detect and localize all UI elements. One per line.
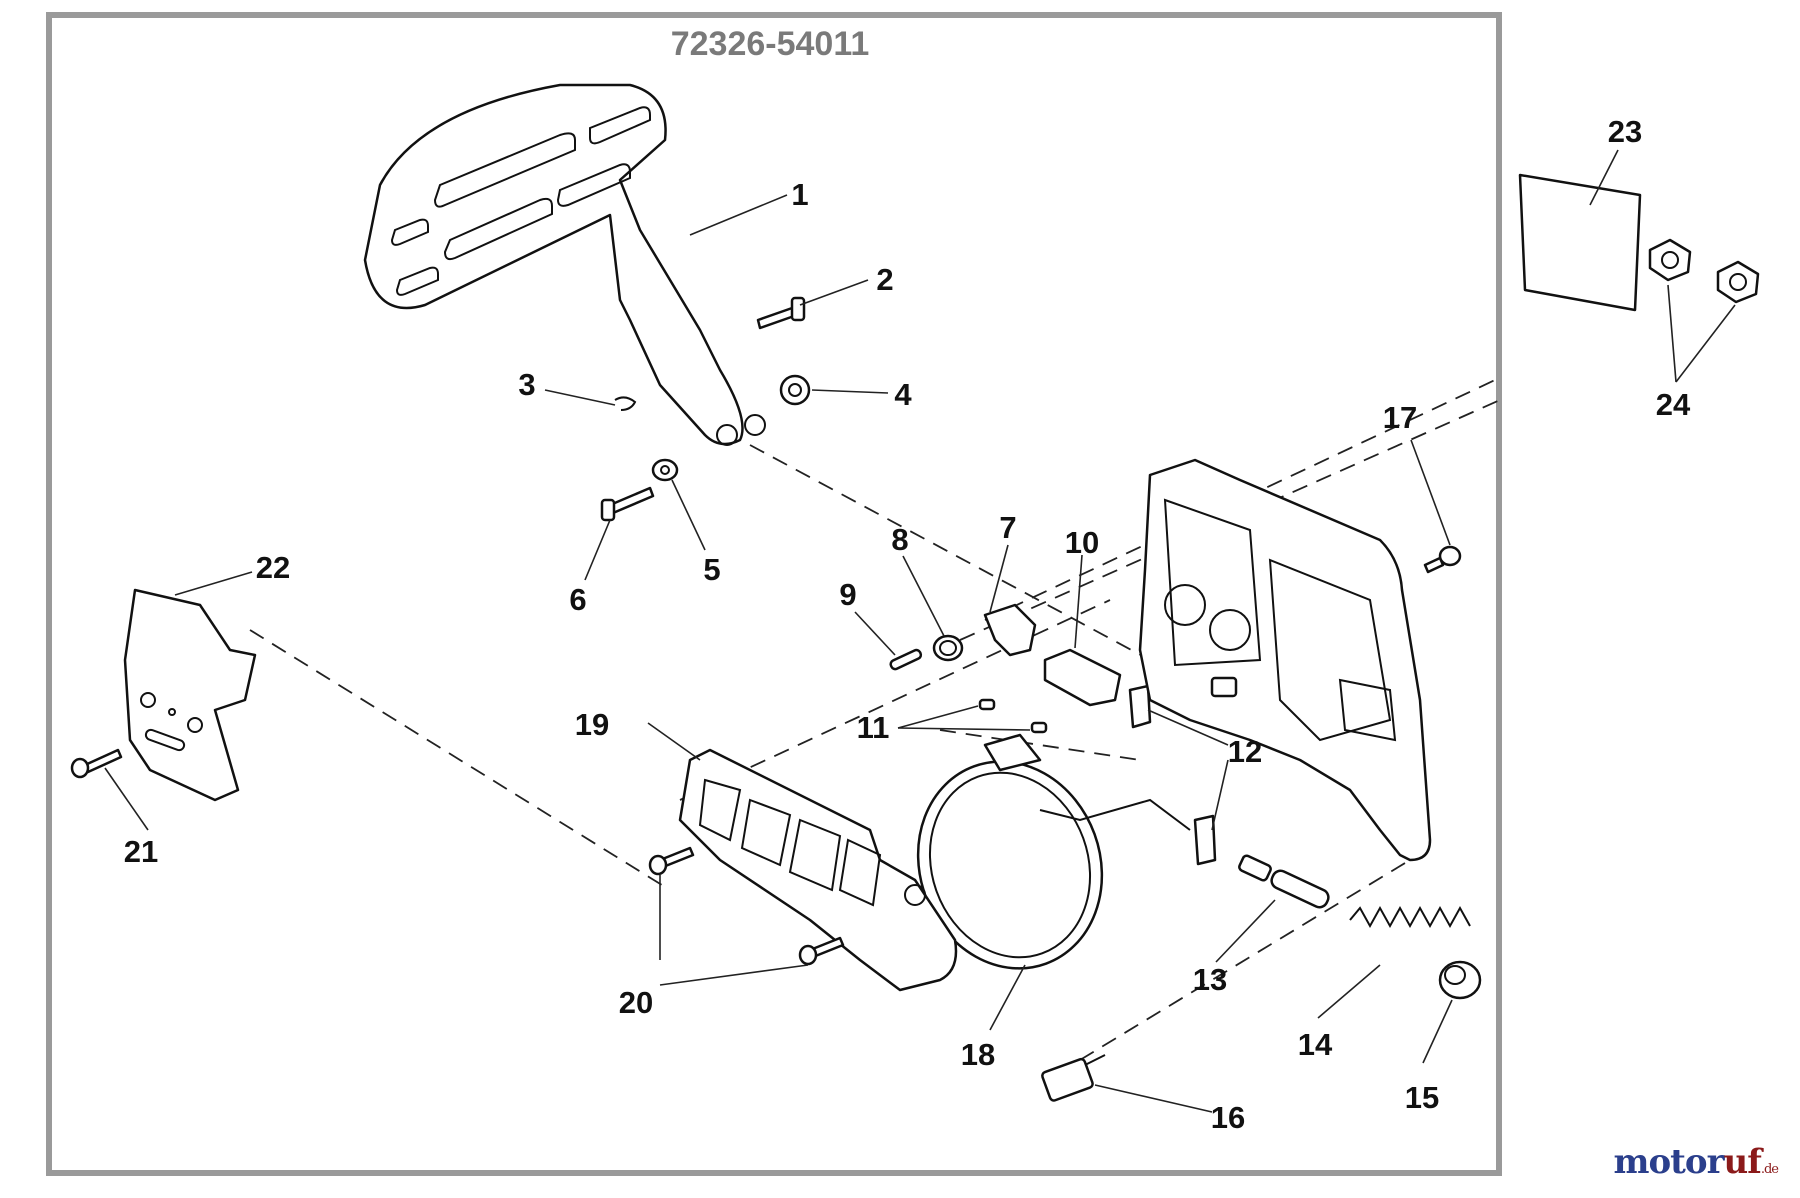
- part-brake-band-18: [916, 733, 1191, 970]
- part-screw-17: [1423, 545, 1462, 574]
- part-nut-24a: [1648, 238, 1692, 282]
- logo-text-a: motor: [1613, 1142, 1725, 1182]
- label-part-1: 1: [791, 177, 808, 212]
- label-part-7: 7: [999, 510, 1016, 545]
- part-clip-3: [614, 396, 637, 411]
- logo-text-b: uf: [1723, 1142, 1761, 1182]
- diagram-title: 72326-54011: [671, 25, 870, 63]
- part-bolt-6: [600, 486, 655, 522]
- part-sprocket-cover-22: [123, 588, 257, 802]
- part-pin-11b: [1030, 721, 1048, 734]
- part-nut-4: [779, 374, 811, 406]
- part-connector-16: [1041, 1054, 1106, 1102]
- part-screw-20b: [798, 936, 845, 966]
- part-spring-14: [1349, 905, 1471, 929]
- part-plate-12a: [1128, 684, 1152, 729]
- diagram-frame: [46, 12, 1502, 1176]
- label-part-17: 17: [1383, 400, 1417, 435]
- part-labels: 1 2 3 4 5 6 7 8 9 10 11 12 13 14 15 16 1…: [124, 114, 1691, 1135]
- part-screw-21: [70, 748, 123, 779]
- label-part-19: 19: [575, 707, 609, 742]
- part-hand-guard: [363, 83, 766, 446]
- label-part-6: 6: [569, 582, 586, 617]
- part-bolt-2: [756, 296, 806, 330]
- part-brake-lever-7: [983, 603, 1037, 657]
- label-part-5: 5: [703, 552, 720, 587]
- part-link-10: [1043, 648, 1122, 707]
- part-pin-9: [889, 648, 923, 671]
- label-part-20: 20: [619, 985, 653, 1020]
- label-part-8: 8: [891, 522, 908, 557]
- part-cap-15: [1438, 960, 1482, 1000]
- part-nut-24b: [1716, 260, 1760, 304]
- leader-lines: [104, 149, 1736, 1113]
- label-part-2: 2: [876, 262, 893, 297]
- label-part-15: 15: [1405, 1080, 1439, 1115]
- label-part-11: 11: [857, 710, 890, 745]
- label-part-24: 24: [1656, 387, 1691, 422]
- label-part-4: 4: [894, 377, 912, 412]
- label-part-9: 9: [839, 577, 856, 612]
- part-rod-13: [1238, 854, 1330, 909]
- part-washer-5: [651, 458, 679, 482]
- part-spring-8: [932, 634, 964, 662]
- label-part-21: 21: [124, 834, 158, 869]
- label-part-13: 13: [1193, 962, 1227, 997]
- label-part-3: 3: [518, 367, 535, 402]
- part-screw-20a: [648, 846, 695, 876]
- part-pin-11a: [978, 698, 996, 711]
- label-part-12: 12: [1228, 734, 1262, 769]
- label-part-16: 16: [1211, 1100, 1245, 1135]
- label-part-14: 14: [1298, 1027, 1333, 1062]
- label-part-22: 22: [256, 550, 290, 585]
- watermark-logo: motoruf.de: [1613, 1142, 1779, 1182]
- label-part-23: 23: [1608, 114, 1642, 149]
- label-part-10: 10: [1065, 525, 1099, 560]
- part-plate-12b: [1193, 814, 1217, 866]
- part-side-case: [1138, 458, 1432, 862]
- logo-tld: .de: [1760, 1162, 1779, 1177]
- part-plate-23: [1518, 173, 1642, 312]
- label-part-18: 18: [961, 1037, 995, 1072]
